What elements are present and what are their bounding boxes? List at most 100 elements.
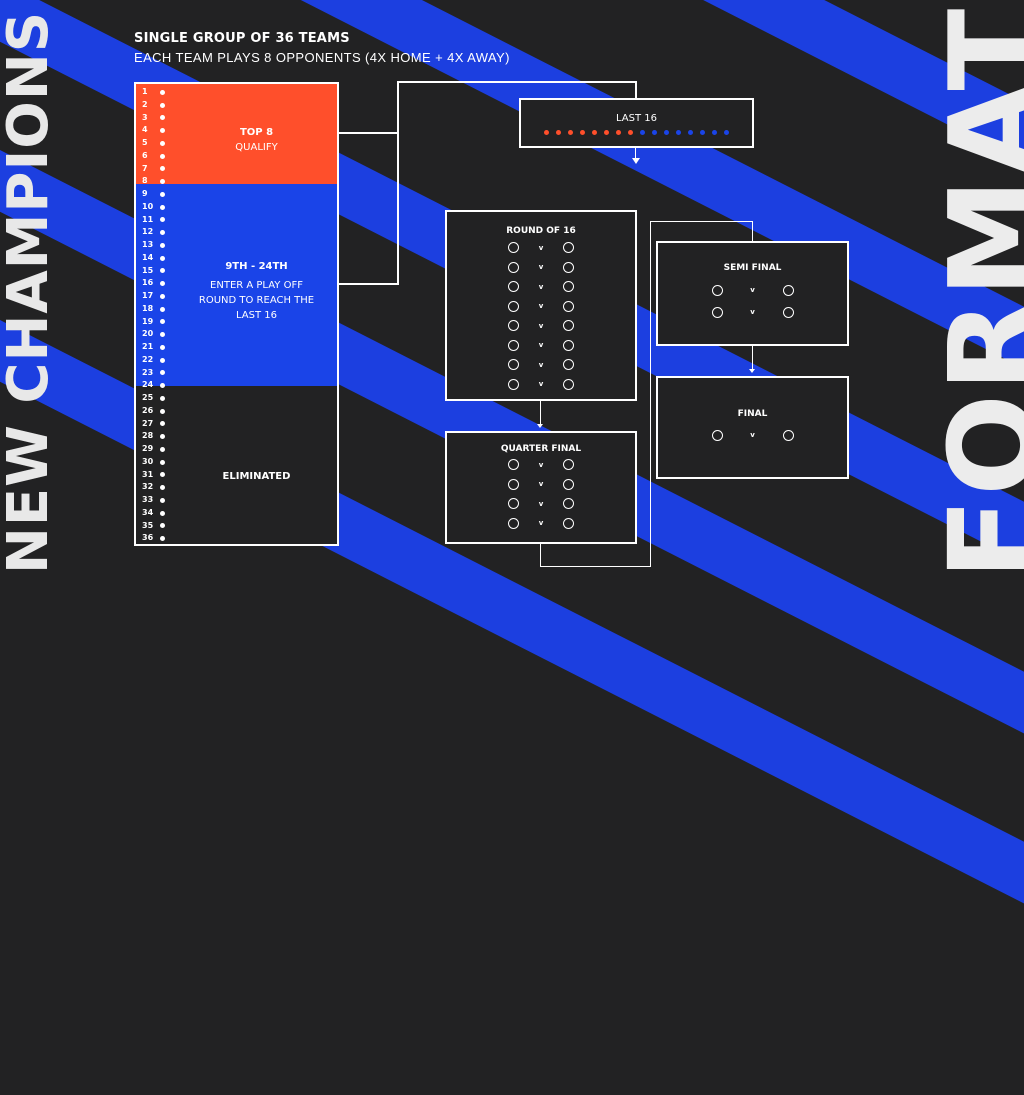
team-dot	[160, 242, 165, 248]
team-slot-icon	[508, 300, 519, 312]
position-number: 16	[142, 278, 154, 288]
table-row: 20	[142, 328, 182, 341]
team-slot-icon	[563, 498, 574, 510]
versus-label: v	[538, 243, 544, 252]
match-slot: v	[447, 316, 635, 336]
team-slot-icon	[782, 284, 794, 296]
match-slot: v	[447, 455, 635, 475]
position-number: 10	[142, 201, 154, 211]
zone-eliminated-label: ELIMINATED	[222, 471, 291, 482]
position-number: 34	[142, 507, 154, 517]
table-row: 5	[142, 137, 182, 150]
position-number: 31	[142, 469, 154, 479]
team-slot-icon	[563, 459, 574, 471]
versus-label: v	[538, 282, 544, 291]
match-slot: v	[447, 514, 635, 534]
team-slot-icon	[782, 429, 794, 441]
table-row: 30	[142, 456, 182, 469]
semi-final-label: SEMI FINAL	[723, 263, 782, 273]
versus-label: v	[538, 321, 544, 330]
versus-label: v	[538, 499, 544, 508]
team-slot-icon	[782, 306, 794, 318]
match-slot: v	[447, 475, 635, 495]
team-slot-icon	[563, 339, 574, 351]
position-number: 22	[142, 354, 154, 364]
team-slot-icon	[508, 517, 519, 529]
team-dot	[160, 332, 165, 338]
team-dot	[160, 268, 165, 274]
team-slot-icon	[508, 261, 519, 273]
team-dot	[160, 140, 165, 146]
position-number: 11	[142, 214, 154, 224]
team-dot	[160, 421, 165, 427]
table-row: 3	[142, 112, 182, 125]
team-dot	[160, 408, 165, 414]
table-row: 16	[142, 277, 182, 290]
team-dot	[160, 102, 165, 108]
zone-playoff-label: 9TH - 24TH	[225, 261, 288, 272]
table-row: 27	[142, 418, 182, 431]
table-row: 12	[142, 226, 182, 239]
position-number: 26	[142, 405, 154, 415]
team-dot	[160, 497, 165, 503]
qualified-team-dot	[556, 130, 561, 135]
playoff-team-dot	[700, 130, 705, 135]
team-dot	[160, 179, 165, 185]
position-number: 6	[142, 150, 148, 160]
table-row: 22	[142, 354, 182, 367]
position-number: 4	[142, 125, 148, 135]
match-slot: v	[447, 258, 635, 278]
team-dot	[160, 434, 165, 440]
versus-label: v	[538, 360, 544, 369]
position-number: 8	[142, 176, 148, 186]
team-dot	[160, 510, 165, 516]
versus-label: v	[538, 263, 544, 272]
team-slot-icon	[563, 517, 574, 529]
position-number: 5	[142, 138, 148, 147]
team-slot-icon	[508, 339, 519, 351]
zone-playoff-sublabel: ENTER A PLAY OFF ROUND TO REACH THE LAST…	[198, 280, 315, 321]
table-row: 28	[142, 430, 182, 443]
team-dot	[160, 344, 165, 350]
team-slot-icon	[563, 378, 574, 390]
zone-playoff: 9TH - 24TH ENTER A PLAY OFF ROUND TO REAC…	[136, 184, 337, 386]
match-slot: v	[447, 336, 635, 356]
last16-label: LAST 16	[615, 113, 657, 124]
match-slot: v	[447, 355, 635, 375]
position-number: 13	[142, 240, 154, 249]
position-number: 1	[142, 87, 148, 96]
table-row: 15	[142, 265, 182, 278]
table-row: 8	[142, 175, 182, 188]
team-dot	[160, 536, 165, 542]
position-number: 2	[142, 99, 148, 109]
position-number: 36	[142, 533, 154, 543]
match-slot: v	[447, 277, 635, 297]
table-row: 9	[142, 188, 182, 201]
header-title: SINGLE GROUP OF 36 TEAMS	[134, 31, 350, 46]
position-number: 21	[142, 342, 154, 351]
team-dot	[160, 115, 165, 121]
last16-dots	[521, 130, 752, 135]
table-row: 36	[142, 532, 182, 545]
table-row: 29	[142, 443, 182, 456]
position-number: 35	[142, 520, 154, 530]
side-title-left: NEW CHAMPIONS	[0, 10, 61, 574]
table-row: 14	[142, 252, 182, 265]
position-number: 17	[142, 291, 154, 300]
playoff-team-dot	[712, 130, 717, 135]
team-dot	[160, 485, 165, 491]
playoff-team-dot	[688, 130, 693, 135]
position-number: 14	[142, 252, 154, 262]
team-slot-icon	[563, 478, 574, 490]
position-number: 33	[142, 495, 154, 504]
versus-label: v	[750, 286, 755, 294]
playoff-team-dot	[676, 130, 681, 135]
team-slot-icon	[508, 242, 519, 254]
final-box: FINAL v	[656, 376, 849, 479]
match-slot: v	[658, 424, 847, 446]
table-row: 24	[142, 379, 182, 392]
position-number: 24	[142, 380, 154, 390]
